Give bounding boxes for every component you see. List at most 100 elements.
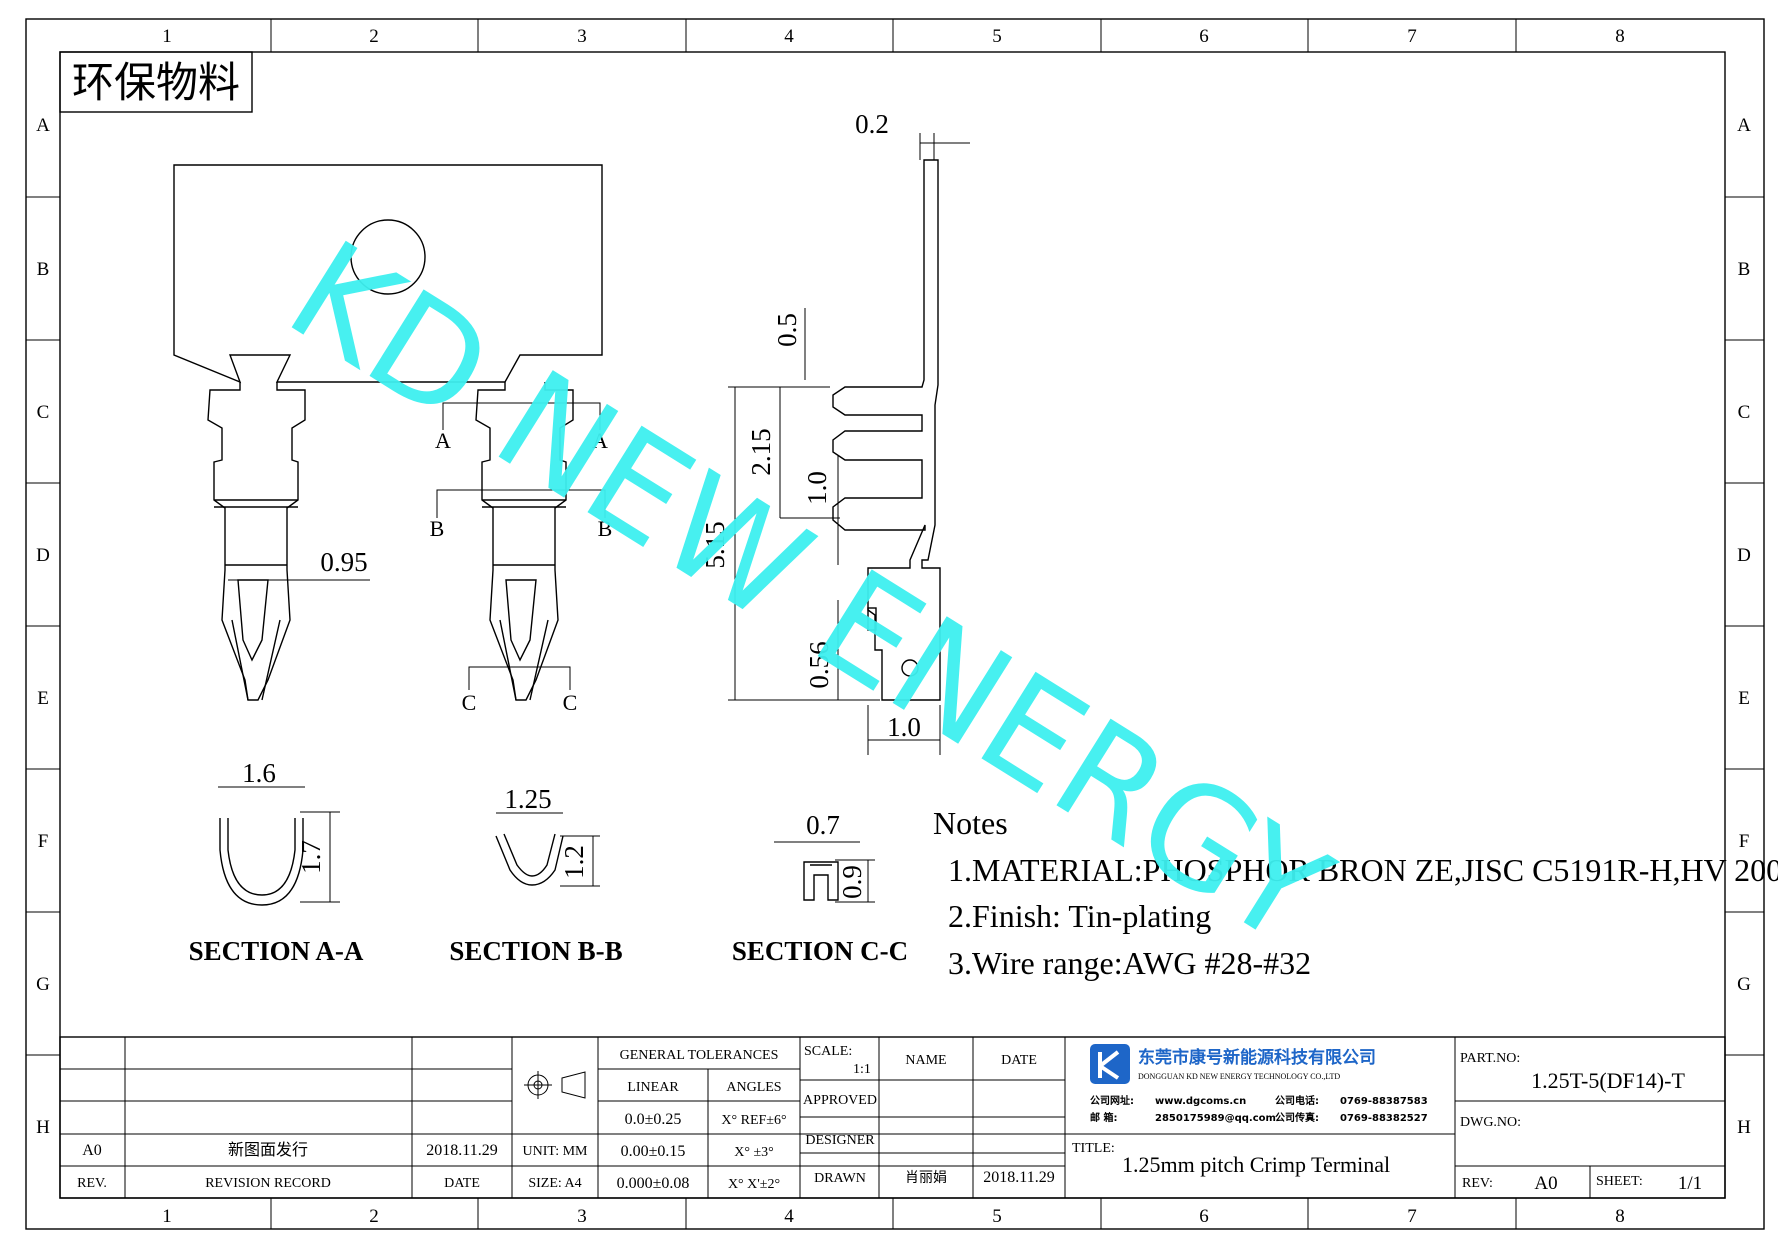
section-c-c-shape: [774, 841, 875, 903]
tol-linear-1: 0.0±0.25: [625, 1111, 682, 1128]
grid-row-label-B-left: B: [37, 259, 50, 280]
cut-letter-c-right: C: [563, 690, 578, 715]
scale-value: 1:1: [853, 1062, 871, 1077]
grid-row-label-A-left: A: [36, 115, 50, 136]
rev2-label: REV:: [1462, 1176, 1493, 1191]
sec-a-width-label: 1.6: [242, 758, 276, 788]
rev2-value: A0: [1534, 1173, 1557, 1194]
dim-2-15-label: 2.15: [746, 428, 776, 475]
revision-date: 2018.11.29: [426, 1142, 497, 1159]
tol-linear-2: 0.00±0.15: [621, 1143, 686, 1160]
drawn-label: DRAWN: [814, 1171, 866, 1186]
company-web: www.dgcoms.cn: [1155, 1096, 1246, 1107]
grid-column-label-5-bottom: 5: [992, 1206, 1002, 1227]
grid-column-label-2-bottom: 2: [369, 1206, 379, 1227]
cut-letter-b-right: B: [598, 516, 613, 541]
company-web-label: 公司网址:: [1090, 1094, 1134, 1107]
part-no-label: PART.NO:: [1460, 1051, 1520, 1066]
grid-column-label-4-bottom: 4: [784, 1206, 794, 1227]
grid-row-label-D-right: D: [1737, 545, 1751, 566]
company-name-cn: 东莞市康号新能源科技有限公司: [1138, 1047, 1376, 1068]
eco-stamp-text: 环保物料: [72, 58, 240, 107]
company-phone: 0769-88387583: [1340, 1096, 1428, 1107]
tol-angle-2: X° ±3°: [734, 1145, 774, 1160]
grid-row-label-B-right: B: [1738, 259, 1751, 280]
section-letters: A A B B C C: [430, 428, 613, 715]
unit-label: UNIT: MM: [522, 1144, 588, 1159]
cut-letter-a-right: A: [592, 428, 608, 453]
revision-record-label: REVISION RECORD: [205, 1176, 331, 1191]
grid-row-label-G-right: G: [1737, 974, 1751, 995]
linear-label: LINEAR: [627, 1080, 679, 1095]
sec-b-height-label: 1.2: [559, 845, 589, 879]
date-label: DATE: [444, 1176, 480, 1191]
section-b-b-shape: [495, 812, 600, 887]
grid-column-label-6-bottom: 6: [1199, 1206, 1209, 1227]
grid-column-label-7-bottom: 7: [1407, 1206, 1417, 1227]
section-a-a-shape: [218, 786, 340, 906]
approved-label: APPROVED: [803, 1093, 877, 1108]
note-finish: 2.Finish: Tin-plating: [948, 898, 1211, 934]
grid-column-label-8-bottom: 8: [1615, 1206, 1625, 1227]
dwg-no-label: DWG.NO:: [1460, 1115, 1521, 1130]
dim-1-0-vertical-label: 1.0: [802, 471, 832, 505]
company-phone-label: 公司电话:: [1275, 1094, 1319, 1107]
grid-column-label-8-top: 8: [1615, 26, 1625, 47]
company-name-en: DONGGUAN KD NEW ENERGY TECHNOLOGY CO.,LT…: [1138, 1072, 1340, 1081]
company-mail-label: 邮 箱:: [1090, 1111, 1117, 1124]
grid-column-label-1-bottom: 1: [162, 1206, 172, 1227]
note-wire-range: 3.Wire range:AWG #28-#32: [948, 945, 1311, 981]
drawn-date: 2018.11.29: [983, 1169, 1054, 1186]
sec-c-width-label: 0.7: [806, 810, 840, 840]
section-c-c-title: SECTION C-C: [732, 936, 908, 966]
part-no-value: 1.25T-5(DF14)-T: [1531, 1068, 1685, 1093]
size-label: SIZE: A4: [528, 1176, 581, 1191]
grid-column-label-3-top: 3: [577, 26, 587, 47]
name-label: NAME: [905, 1053, 946, 1068]
angles-label: ANGLES: [726, 1080, 781, 1095]
sheet-value: 1/1: [1678, 1173, 1702, 1194]
cut-letter-a-left: A: [435, 428, 451, 453]
designer-label: DESIGNER: [805, 1133, 875, 1148]
outer-frame: [25, 18, 1765, 1230]
rev-label: REV.: [77, 1176, 107, 1191]
grid-row-label-D-left: D: [36, 545, 50, 566]
tol-angle-3: X° X'±2°: [728, 1177, 780, 1192]
company-fax-label: 公司传真:: [1275, 1111, 1319, 1124]
grid-column-label-5-top: 5: [992, 26, 1002, 47]
rev-value: A0: [82, 1142, 102, 1159]
grid-row-label-A-right: A: [1737, 115, 1751, 136]
grid-column-dividers: [270, 19, 1517, 1229]
dim-0-95-label: 0.95: [320, 547, 367, 577]
dim-0-56-label: 0.56: [804, 641, 834, 688]
grid-column-label-1-top: 1: [162, 26, 172, 47]
grid-row-label-C-left: C: [37, 402, 50, 423]
title-label: TITLE:: [1072, 1141, 1115, 1156]
side-view-dimension-lines: [728, 133, 970, 755]
grid-row-label-E-right: E: [1738, 688, 1750, 709]
title-block-frame: [59, 1036, 1726, 1199]
grid-row-label-C-right: C: [1738, 402, 1751, 423]
terminal-top-view: [173, 164, 603, 701]
company-mail: 2850175989@qq.com: [1155, 1113, 1276, 1124]
projection-symbol-icon: [524, 1071, 586, 1099]
cut-letter-b-left: B: [430, 516, 445, 541]
grid-row-label-H-right: H: [1737, 1117, 1751, 1138]
dim-1-0-horizontal-label: 1.0: [887, 712, 921, 742]
date-col-label: DATE: [1001, 1053, 1037, 1068]
cut-letter-c-left: C: [462, 690, 477, 715]
company-fax: 0769-88382527: [1340, 1113, 1428, 1124]
terminal-side-view: [832, 159, 941, 701]
grid-row-label-F-left: F: [38, 831, 49, 852]
general-tolerances-label: GENERAL TOLERANCES: [620, 1048, 779, 1063]
drawn-name: 肖丽娟: [905, 1170, 947, 1186]
note-material: 1.MATERIAL:PHOSPHOR BRON ZE,JISC C5191R-…: [948, 852, 1778, 888]
grid-row-label-G-left: G: [36, 974, 50, 995]
revision-text: 新图面发行: [228, 1140, 308, 1159]
section-cut-lines: [436, 402, 606, 690]
sec-c-height-label: 0.9: [837, 865, 867, 899]
sec-a-height-label: 1.7: [296, 840, 326, 874]
title-value: 1.25mm pitch Crimp Terminal: [1122, 1152, 1390, 1177]
tol-linear-3: 0.000±0.08: [617, 1175, 690, 1192]
